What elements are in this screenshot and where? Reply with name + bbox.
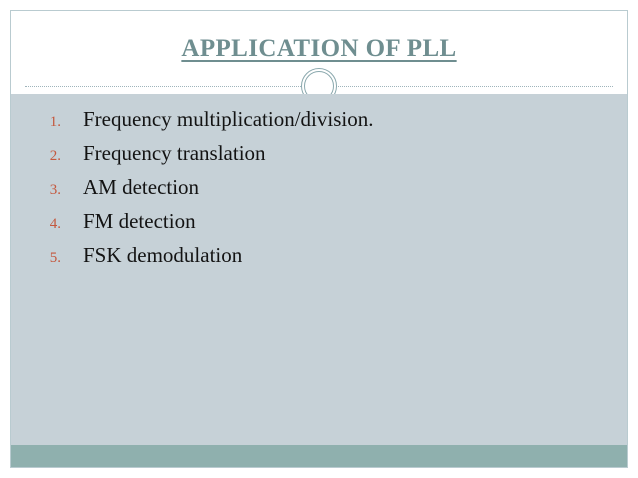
footer-accent-bar — [11, 445, 627, 467]
list-item: 1. Frequency multiplication/division. — [11, 109, 627, 143]
list-item-label: FSK demodulation — [83, 243, 243, 267]
list-item: 2. Frequency translation — [11, 143, 627, 177]
list-item-label: Frequency translation — [83, 141, 266, 165]
numbered-list: 1. Frequency multiplication/division. 2.… — [11, 109, 627, 279]
page-title: APPLICATION OF PLL — [181, 34, 457, 62]
slide-body: 1. Frequency multiplication/division. 2.… — [11, 94, 627, 445]
list-item: 4. FM detection — [11, 211, 627, 245]
list-item-number: 3. — [49, 182, 61, 198]
list-item-label: AM detection — [83, 175, 200, 199]
list-item-number: 4. — [49, 216, 61, 232]
list-item: 3. AM detection — [11, 177, 627, 211]
list-item-number: 5. — [49, 250, 61, 266]
list-item-number: 2. — [49, 148, 61, 164]
list-item-label: FM detection — [83, 209, 196, 233]
title-divider — [11, 68, 627, 104]
list-item-number: 1. — [49, 114, 61, 130]
list-item-label: Frequency multiplication/division. — [83, 107, 374, 131]
list-item: 5. FSK demodulation — [11, 245, 627, 279]
